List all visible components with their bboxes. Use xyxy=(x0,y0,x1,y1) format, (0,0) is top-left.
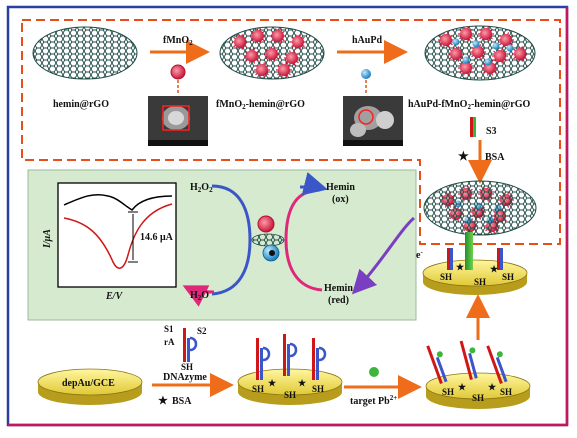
label-dnazyme: DNAzyme xyxy=(163,372,207,383)
mno2-flower xyxy=(250,28,266,44)
mno2-flower xyxy=(448,46,464,62)
svg-text:★: ★ xyxy=(490,264,499,274)
label-hemin-ox-state: (ox) xyxy=(332,194,349,205)
label-hemin-red: Hemin xyxy=(324,283,353,294)
mno2-flower xyxy=(470,44,486,60)
svg-text:SH: SH xyxy=(502,272,514,282)
label-h2o2: H2O2 xyxy=(190,182,213,194)
haupd-particle xyxy=(492,42,500,50)
label-sh-strand: SH xyxy=(181,362,193,372)
label-bsa: BSA xyxy=(485,152,505,163)
catalyst-icon xyxy=(251,215,285,262)
svg-text:SH: SH xyxy=(252,384,264,394)
label-s1: S1 xyxy=(164,324,174,334)
delta-current-label: 14.6 μA xyxy=(140,232,174,243)
svg-text:★: ★ xyxy=(298,378,307,388)
svg-text:SH: SH xyxy=(474,277,486,287)
svg-text:SH: SH xyxy=(442,387,454,397)
electron-transfer-arrow xyxy=(351,216,416,295)
label-electron: e- xyxy=(416,248,423,261)
label-fmno2-hemin-rgo: fMnO2-hemin@rGO xyxy=(216,99,305,111)
svg-text:SH: SH xyxy=(500,387,512,397)
mno2-flower xyxy=(276,62,292,78)
label-ra: rA xyxy=(164,337,175,347)
electrode-cleaved: SH SH SH ★ ★ xyxy=(425,340,531,409)
svg-text:SH: SH xyxy=(440,272,452,282)
mno2-flower xyxy=(512,46,528,62)
label-haupd-fmno2-hemin-rgo: hAuPd-fMnO2-hemin@rGO xyxy=(408,99,530,111)
cycle-arrow-left xyxy=(211,184,252,296)
bsa-star-icon-2: ★ xyxy=(158,395,168,407)
haupd-particle xyxy=(484,58,492,66)
svg-text:★: ★ xyxy=(458,382,467,392)
svg-text:SH: SH xyxy=(284,390,296,400)
haupd-particle xyxy=(472,40,480,48)
label-bsa-2: BSA xyxy=(172,396,192,407)
label-fmno2: fMnO2 xyxy=(163,35,193,47)
haupd-particle xyxy=(452,38,460,46)
dashed-region xyxy=(21,19,561,245)
pb-ion-icon xyxy=(369,367,379,377)
mno2-flower xyxy=(244,48,260,64)
composite-on-electrode xyxy=(423,180,537,236)
svg-text:★: ★ xyxy=(268,378,277,388)
haupd-ball-icon xyxy=(361,69,371,94)
svg-text:SH: SH xyxy=(312,384,324,394)
label-h2o: H2O xyxy=(190,290,209,302)
haupd-particle xyxy=(462,56,470,64)
sem-inset-mno2 xyxy=(148,96,208,146)
mno2-flower xyxy=(254,62,270,78)
mno2-flower xyxy=(498,32,514,48)
mno2-flower xyxy=(232,34,248,50)
s3-strand-icon xyxy=(470,117,476,137)
haupd-particle xyxy=(506,44,514,52)
sem-inset-haupd xyxy=(343,96,403,146)
mno2-flower xyxy=(270,28,286,44)
cycle-arrow-right xyxy=(284,188,323,292)
label-s3: S3 xyxy=(486,126,497,137)
electrode-probe-assembled: SH SH SH ★ ★ xyxy=(422,232,528,295)
svg-text:★: ★ xyxy=(488,382,497,392)
svg-text:SH: SH xyxy=(472,393,484,403)
cv-plot: 14.6 μA I/μA E/V xyxy=(42,182,177,302)
label-hemin-rgo: hemin@rGO xyxy=(53,99,109,110)
label-hemin-red-state: (red) xyxy=(328,295,349,306)
label-hemin-ox: Hemin xyxy=(326,182,355,193)
dna-strand-icon xyxy=(183,328,198,362)
hemin-rgo-sheet xyxy=(32,26,138,80)
cv-ylabel: I/μA xyxy=(42,229,53,249)
svg-text:★: ★ xyxy=(456,262,465,272)
mno2-flower xyxy=(458,26,474,42)
label-s2: S2 xyxy=(197,326,207,336)
label-haupd: hAuPd xyxy=(352,35,382,46)
mno2-flower-icon xyxy=(170,64,186,94)
mno2-flower xyxy=(284,50,300,66)
mno2-flower xyxy=(492,48,508,64)
mno2-flower xyxy=(438,32,454,48)
cv-trace-red xyxy=(63,203,173,269)
electrode-dnazyme: SH SH SH ★ ★ xyxy=(237,334,343,405)
electrode-depau-gce xyxy=(37,368,143,405)
mno2-flower xyxy=(478,26,494,42)
mno2-flower xyxy=(264,46,280,62)
label-electrode: depAu/GCE xyxy=(62,378,115,389)
cv-xlabel: E/V xyxy=(105,291,123,302)
label-target-pb: target Pb2+ xyxy=(350,394,397,407)
cv-trace-black xyxy=(63,193,173,211)
mno2-flower xyxy=(290,34,306,50)
bsa-star-icon: ★ xyxy=(458,149,469,163)
